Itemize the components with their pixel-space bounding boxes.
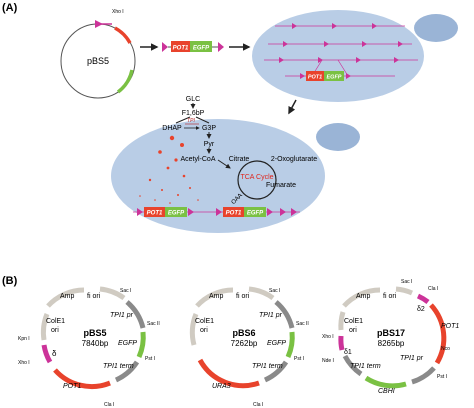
pbs17-nde1: Nde I — [322, 358, 334, 364]
pbs5-xho1: Xho I — [18, 360, 30, 366]
plasmid-pbs5: pBS5 7840bp Amp fi ori Sac I TPI1 pr Sac… — [18, 286, 160, 408]
cell2-pot1-a: POT1 — [147, 211, 163, 217]
met-dhap: DHAP — [162, 125, 182, 132]
arrow-3 — [288, 99, 297, 115]
pbs5-ori: ori — [51, 327, 59, 334]
pbs5-tpi-pr: TPI1 pr — [110, 312, 134, 319]
pbs5-sac2: Sac II — [147, 321, 160, 327]
pbs6-ori: ori — [200, 327, 208, 334]
pbs17-amp: Amp — [356, 293, 371, 300]
pbs5-kpn1: Kpn I — [18, 336, 30, 342]
pbs17-pst1: Pst I — [437, 374, 447, 380]
pbs17-tpi-pr: TPI1 pr — [400, 355, 424, 362]
pbs6-fi-ori: fi ori — [236, 293, 250, 300]
pbs17-size: 8265bp — [378, 339, 405, 348]
pbs5-cla1: Cla I — [104, 402, 114, 408]
pbs5-cole1: ColE1 — [46, 318, 65, 325]
met-pyr: Pyr — [204, 141, 215, 148]
pbs17-delta1: δ1 — [344, 349, 352, 356]
cell1-egfp: EGFP — [327, 75, 342, 81]
pbs6-tpi-term: TPI1 term — [252, 363, 283, 370]
pbs5-name: pBS5 — [83, 328, 106, 338]
pbs6-pst1: Pst I — [294, 356, 304, 362]
pbs5-fi-ori: fi ori — [87, 293, 101, 300]
cassette-egfp: EGFP — [193, 46, 210, 52]
pbs5-sac1: Sac I — [120, 288, 131, 294]
met-oxoglutarate: 2-Oxoglutarate — [271, 156, 317, 163]
metabolic-pathway: GLC F1,6bP TPI DHAP G3P Pyr Acetyl-CoA C… — [139, 96, 317, 206]
cassette-pot1: POT1 — [173, 46, 189, 52]
met-acetyl-coa: Acetyl-CoA — [180, 156, 215, 163]
pbs17-name: pBS17 — [377, 328, 405, 338]
cell2-chromosome: POT1 EGFP POT1 EGFP — [133, 207, 300, 217]
met-glc: GLC — [186, 96, 200, 103]
cell2-egfp-a: EGFP — [168, 211, 185, 217]
pbs6-ura3: URA3 — [212, 383, 231, 390]
panel-b-label: (B) — [2, 275, 18, 287]
met-g3p: G3P — [202, 125, 216, 132]
pbs6-name: pBS6 — [232, 328, 255, 338]
pbs5-egfp: EGFP — [118, 340, 137, 347]
pbs17-cole1: ColE1 — [344, 318, 363, 325]
panel-a-label: (A) — [2, 2, 18, 14]
cell2-egfp-b: EGFP — [247, 211, 264, 217]
pbs5-plasmid-small: pBS5 Xho I — [60, 9, 136, 99]
pbs5-amp: Amp — [60, 293, 75, 300]
pbs6-egfp: EGFP — [267, 340, 286, 347]
pbs5-delta: δ — [52, 349, 57, 358]
met-citrate: Citrate — [229, 156, 250, 163]
cell2-pot1-b: POT1 — [226, 211, 242, 217]
pbs5-pst1: Pst I — [145, 356, 155, 362]
pbs6-amp: Amp — [209, 293, 224, 300]
pbs5-small-site: Xho I — [112, 9, 124, 15]
pbs6-sac1: Sac I — [269, 288, 280, 294]
pbs17-pot1: POT1 — [441, 323, 459, 330]
plasmid-pbs17: pBS17 8265bp Amp fi ori Sac I Cla I δ2 P… — [322, 279, 459, 395]
pbs6-sac2: Sac II — [296, 321, 309, 327]
yeast-cell-1: POT1 EGFP — [252, 10, 458, 102]
pbs6-cla1: Cla I — [253, 402, 263, 408]
pbs17-fi-ori: fi ori — [383, 293, 397, 300]
pbs17-xho1: Xho I — [322, 334, 334, 340]
pbs17-cla1: Cla I — [428, 286, 438, 292]
pbs17-ori: ori — [349, 327, 357, 334]
pbs5-pot1: POT1 — [63, 383, 81, 390]
met-tca: TCA Cycle — [240, 174, 273, 181]
pbs6-tpi-pr: TPI1 pr — [259, 312, 283, 319]
pbs17-sac1: Sac I — [401, 279, 412, 285]
pbs17-tpi-term: TPI1 term — [350, 363, 381, 370]
pbs5-tpi-term: TPI1 term — [103, 363, 134, 370]
pbs6-size: 7262bp — [231, 339, 258, 348]
linear-cassette: POT1 EGFP — [162, 41, 224, 52]
plasmid-pbs6: pBS6 7262bp Amp fi ori Sac I TPI1 pr Sac… — [189, 286, 309, 408]
pbs6-cole1: ColE1 — [195, 318, 214, 325]
pbs5-small-name: pBS5 — [87, 56, 109, 66]
cell1-pot1: POT1 — [308, 75, 322, 81]
yeast-cell-2 — [111, 119, 360, 233]
pbs17-nco: Nco — [441, 346, 450, 352]
met-tpi: TPI — [187, 118, 195, 124]
pbs17-cbhi: CBHI — [378, 388, 395, 395]
met-f16bp: F1,6bP — [182, 110, 205, 117]
pbs5-size: 7840bp — [82, 339, 109, 348]
pbs17-delta2: δ2 — [417, 306, 425, 313]
met-fumarate: Fumarate — [266, 182, 296, 189]
